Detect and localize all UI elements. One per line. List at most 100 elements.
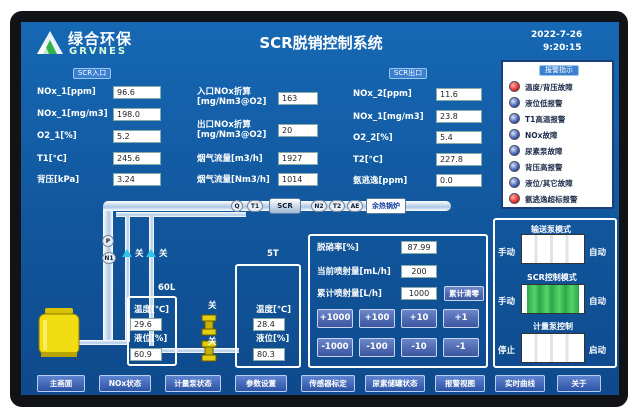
- mode-panel: [493, 218, 617, 368]
- outlet-label-2: O2_2[%]: [353, 133, 393, 143]
- outlet-value-4: 0.0: [436, 174, 482, 187]
- inlet-value-3: 245.6: [113, 152, 161, 165]
- scr-mode-switch[interactable]: [521, 284, 585, 314]
- dec-1-button[interactable]: -1: [443, 338, 479, 357]
- outlet-value-3: 227.8: [436, 153, 482, 166]
- node-p: P: [102, 235, 114, 247]
- alarm-label: NOx故障: [525, 131, 558, 140]
- inc-1000-button[interactable]: +1000: [317, 309, 353, 328]
- meter-pump-start: 启动: [589, 346, 607, 356]
- alarm-row: 液位低报警: [509, 96, 613, 111]
- nav-sensor-calibration[interactable]: 传感器标定: [301, 375, 355, 392]
- node-q: Q: [231, 200, 243, 212]
- injection-rate-value: 200: [401, 265, 437, 278]
- flow2-label: 烟气流量[Nm3/h]: [197, 175, 270, 185]
- pump-icon[interactable]: [201, 314, 217, 336]
- outlet-conv-label: 出口NOx折算: [197, 120, 251, 130]
- left-riser-pipe: [103, 207, 113, 342]
- nav-nox-status[interactable]: NOx状态: [99, 375, 151, 392]
- date-display: 2022-7-26: [531, 30, 583, 40]
- hmi-screen: 绿合环保 GRVNES SCR脱销控制系统 2022-7-26 9:20:15 …: [21, 22, 619, 395]
- tank2-title: 5T: [267, 249, 279, 259]
- logo-en: GRVNES: [69, 46, 128, 57]
- inlet-label-4: 背压[kPa]: [37, 175, 80, 185]
- pump-icon[interactable]: [201, 340, 217, 362]
- inlet-label-3: T1[℃]: [37, 154, 67, 164]
- alarm-lamp-icon: [509, 113, 520, 124]
- time-display: 9:20:15: [543, 43, 582, 53]
- alarm-row: 尿素泵故障: [509, 144, 613, 159]
- valve-icon[interactable]: [122, 249, 132, 257]
- alarm-row: 氨逃逸超标报警: [509, 192, 613, 207]
- alarm-row: 温度/背压故障: [509, 80, 613, 95]
- pump-status-2: 关: [208, 337, 217, 347]
- alarm-lamp-icon: [509, 129, 520, 140]
- upper-return-pipe: [116, 212, 246, 217]
- logo-icon: [37, 31, 63, 54]
- dec-10-button[interactable]: -10: [401, 338, 437, 357]
- nav-alarm-view[interactable]: 报警视图: [435, 375, 485, 392]
- valve-pipe-1: [125, 216, 130, 342]
- pump-status-1: 关: [208, 301, 217, 311]
- nav-about[interactable]: 关于: [557, 375, 601, 392]
- node-t1: T1: [247, 200, 263, 212]
- valve-status-2: 关: [159, 249, 168, 259]
- alarm-row: NOx故障: [509, 128, 613, 143]
- outlet-label-1: NOx_1[mg/m3]: [353, 112, 424, 122]
- inlet-value-1: 198.0: [113, 108, 161, 121]
- meter-pump-switch[interactable]: [521, 333, 585, 363]
- node-n1: N1: [102, 252, 116, 264]
- inlet-conv-unit: [mg/Nm3@O2]: [197, 97, 267, 107]
- pump-mode-auto: 自动: [589, 248, 607, 258]
- dec-100-button[interactable]: -100: [359, 338, 395, 357]
- alarm-lamp-icon: [509, 145, 520, 156]
- alarm-lamp-icon: [509, 177, 520, 188]
- inlet-value-2: 5.2: [113, 130, 161, 143]
- reset-accumulated-button[interactable]: 累计清零: [444, 286, 484, 301]
- valve-icon[interactable]: [146, 249, 156, 257]
- tank2-panel: [235, 264, 301, 368]
- inc-1-button[interactable]: +1: [443, 309, 479, 328]
- dec-1000-button[interactable]: -1000: [317, 338, 353, 357]
- inlet-value-4: 3.24: [113, 173, 161, 186]
- valve-pipe-2: [149, 216, 154, 346]
- alarm-lamp-icon: [509, 193, 520, 204]
- tank1-title: 60L: [158, 283, 176, 293]
- logo-cn: 绿合环保: [68, 30, 133, 48]
- inlet-label-2: O2_1[%]: [37, 131, 77, 141]
- inlet-tag: SCR入口: [73, 68, 111, 79]
- alarm-row: 液位/其它故障: [509, 176, 613, 191]
- nav-settings[interactable]: 参数设置: [235, 375, 287, 392]
- page-title: SCR脱销控制系统: [259, 34, 383, 52]
- tank1-level-label: 液位[%]: [134, 334, 168, 344]
- outlet-conv-unit: [mg/Nm3@O2]: [197, 130, 267, 140]
- pump-mode-manual: 手动: [498, 248, 516, 258]
- valve-status-1: 关: [135, 249, 144, 259]
- feed-pipe: [149, 348, 239, 353]
- alarm-lamp-icon: [509, 161, 520, 172]
- tank1-temp-label: 温度[℃]: [134, 305, 170, 315]
- meter-pump-title: 计量泵控制: [533, 322, 573, 331]
- inc-10-button[interactable]: +10: [401, 309, 437, 328]
- denox-rate-value: 87.99: [401, 241, 437, 254]
- inlet-label-0: NOx_1[ppm]: [37, 87, 96, 97]
- nav-main[interactable]: 主画面: [37, 375, 85, 392]
- nav-realtime-curve[interactable]: 实时曲线: [495, 375, 545, 392]
- flow1-label: 烟气流量[m3/h]: [197, 154, 263, 164]
- nav-meter-pump[interactable]: 计量泵状态: [165, 375, 221, 392]
- node-n2: N2: [311, 200, 327, 212]
- outlet-label-0: NOx_2[ppm]: [353, 89, 412, 99]
- outlet-conv-value: 20: [278, 124, 318, 137]
- inlet-conv-label: 入口NOx折算: [197, 87, 251, 97]
- outlet-label-3: T2[℃]: [353, 155, 383, 165]
- pump-mode-switch[interactable]: [521, 234, 585, 264]
- heat-boiler: 余热锅炉: [366, 198, 406, 214]
- outlet-value-0: 11.6: [436, 88, 482, 101]
- inlet-value-0: 96.6: [113, 86, 161, 99]
- nav-urea-tank[interactable]: 尿素储罐状态: [365, 375, 425, 392]
- scr-mode-title: SCR控制模式: [527, 273, 577, 282]
- flow2-value: 1014: [278, 173, 318, 186]
- outlet-tag: SCR出口: [389, 68, 427, 79]
- outlet-label-4: 氨逃逸[ppm]: [353, 176, 408, 186]
- inc-100-button[interactable]: +100: [359, 309, 395, 328]
